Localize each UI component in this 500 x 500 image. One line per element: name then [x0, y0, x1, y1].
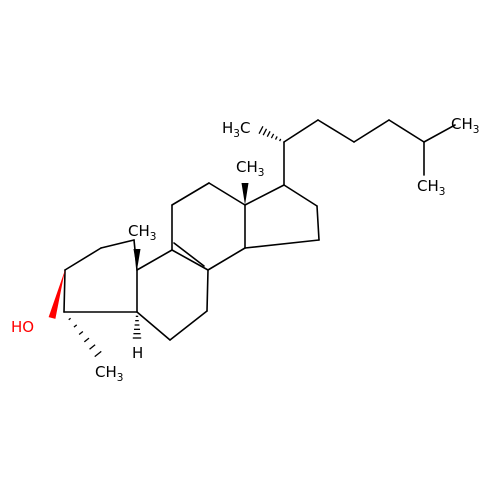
bond-c11-c12 [171, 182, 210, 206]
atom-label-methyl-c25b: CH3 [417, 177, 445, 198]
bond-c2-c3 [64, 247, 102, 271]
atom-label-methyl-c13: CH3 [236, 158, 264, 179]
bond-c14-c15 [244, 239, 320, 249]
bond-c23-c24 [353, 119, 390, 143]
atom-label-methyl-c20: H3C [222, 119, 250, 140]
atom-label-hydroxyl: HO [11, 318, 34, 336]
bond-c7-c8 [206, 269, 209, 312]
hash-c20-methyl [258, 125, 282, 142]
bond-c8-c9 [171, 249, 209, 271]
bond-c3-c4 [63, 269, 66, 313]
bond-c17-c13 [244, 184, 285, 206]
bond-c9-c10 [136, 249, 173, 271]
atom-label-hydrogen-c5: H [132, 344, 143, 362]
atom-label-methyl-c25a: CH3 [451, 115, 479, 136]
bond-c16-c17 [283, 184, 318, 207]
bond-c15-c16 [316, 205, 320, 241]
hash-c4-methyl [68, 317, 102, 358]
bond-c12-c13 [208, 182, 246, 206]
atom-label-methyl-c10: CH3 [128, 222, 156, 243]
wedge-c13-methyl [241, 183, 249, 205]
bond-c20-c22 [283, 119, 319, 143]
bond-c8-c9-double [173, 242, 205, 267]
wedge-c3-hydroxyl [48, 270, 65, 319]
atom-label-methyl-c4: CH3 [95, 363, 123, 384]
bond-c24-c25 [388, 119, 425, 143]
bond-c14-c8 [207, 247, 246, 271]
bond-c5-c6 [136, 311, 171, 341]
bond-c22-c23 [317, 119, 355, 143]
bond-c25-c26 [423, 124, 456, 143]
hash-c5-hydrogen [132, 315, 142, 339]
bond-c1-c2 [100, 239, 135, 249]
bond-layer [48, 119, 456, 358]
wedge-c10-methyl [133, 249, 141, 270]
bond-c6-c7 [169, 310, 208, 341]
